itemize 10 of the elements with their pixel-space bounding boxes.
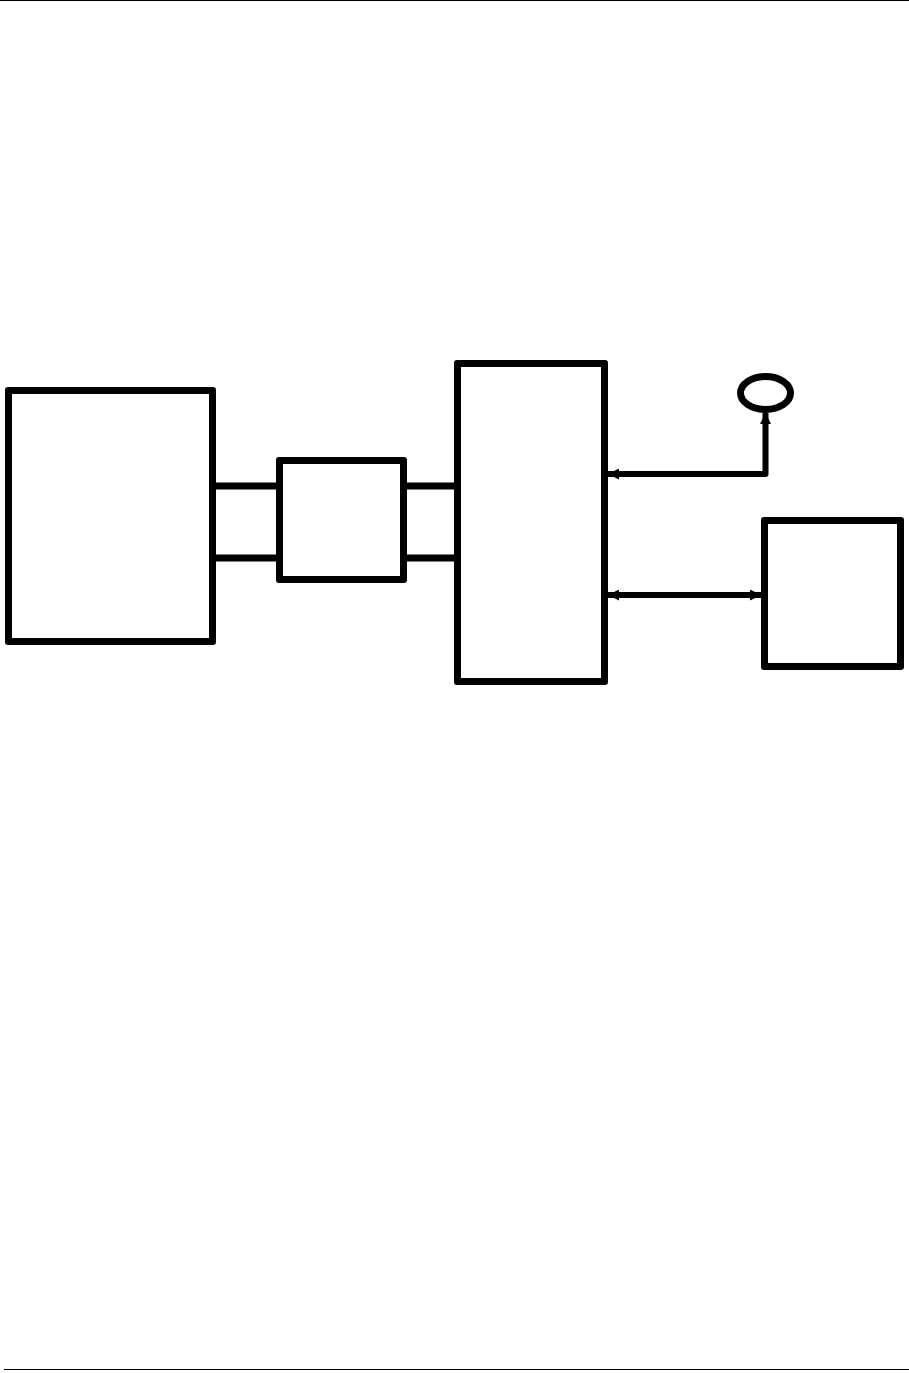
connector-line (407, 482, 454, 490)
block-box (276, 457, 407, 583)
arrow (608, 413, 771, 480)
block-box (5, 387, 216, 645)
connector-line (216, 482, 276, 490)
connector-line (407, 554, 454, 562)
arrow (608, 589, 761, 601)
block-box (761, 517, 904, 670)
block-box (454, 360, 608, 685)
connector-line (216, 554, 276, 562)
